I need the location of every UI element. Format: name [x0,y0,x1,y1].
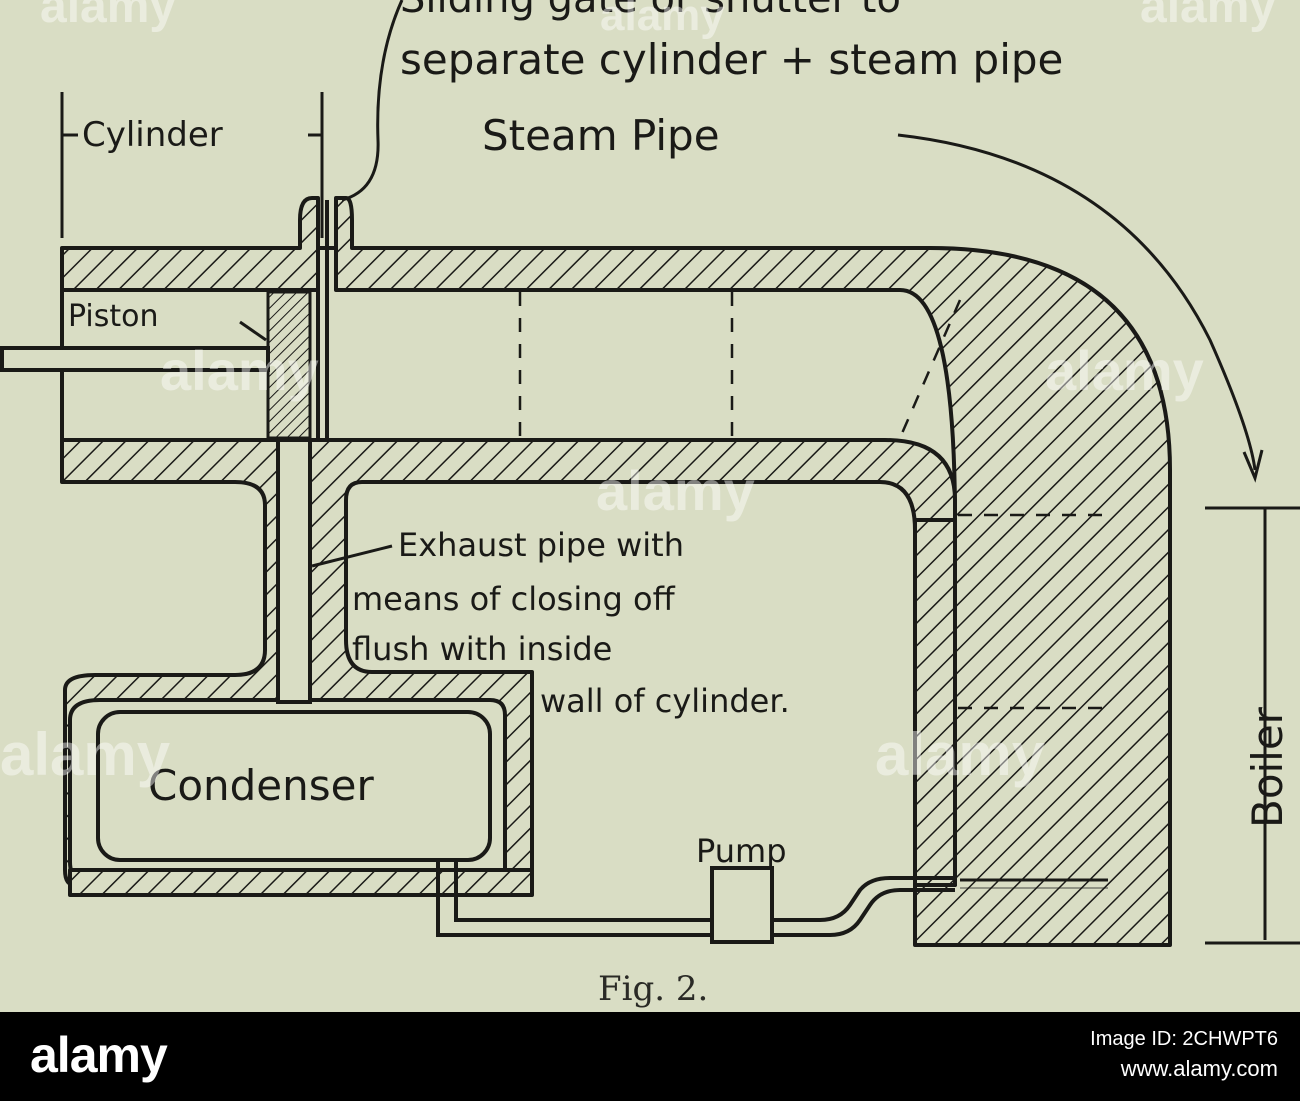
piston-leader [239,320,267,342]
exhaust-label-line2: means of closing off [352,580,676,618]
figure-caption: Fig. 2. [598,969,708,1009]
pump-label: Pump [696,832,787,870]
steam-pipe-label: Steam Pipe [482,111,720,160]
condenser-label: Condenser [148,761,374,810]
watermark-3: alamy [1140,0,1276,33]
watermark-1: alamy [40,0,176,33]
return-pipe-2 [772,876,955,937]
watermark-5: alamy [1045,339,1204,402]
condenser-wall [68,868,534,897]
exhaust-pipe [276,438,312,704]
site-url: www.alamy.com [1120,1056,1278,1081]
watermark-2: alamy [600,0,725,40]
scanned-figure: Sliding gate or shutter to separate cyli… [0,0,1300,1012]
exhaust-label-line3: flush with inside [352,630,612,668]
steam-pipe-arrow [897,133,1257,471]
alamy-logo: alamy [30,1027,168,1083]
stock-footer: alamy Image ID: 2CHWPT6 www.alamy.com [0,1012,1300,1101]
gate-label-line1: Sliding gate or shutter to [400,0,901,22]
boiler-label: Boiler [1243,706,1292,828]
piston-label: Piston [68,299,159,334]
exhaust-label-line4: wall of cylinder. [540,682,790,720]
steam-engine-diagram: Sliding gate or shutter to separate cyli… [0,0,1300,1009]
condenser-chamber [96,710,492,862]
exhaust-label-line1: Exhaust pipe with [398,526,684,564]
watermark-4: alamy [160,339,319,402]
image-meta: Image ID: 2CHWPT6 www.alamy.com [1090,1024,1278,1084]
cylinder-label: Cylinder [82,115,223,155]
watermark-7: alamy [0,721,171,788]
boiler-inner-wall [913,518,957,887]
image-id: Image ID: 2CHWPT6 [1090,1028,1278,1050]
piston-rod [0,346,270,372]
pump-body [710,866,774,944]
pipe-outer-wall [60,196,1172,947]
exhaust-leader [311,544,393,568]
watermark-6: alamy [596,459,755,522]
piston-block [266,290,312,440]
watermark-8: alamy [875,721,1046,788]
gate-leader [341,0,404,202]
gate-label-line2: separate cylinder + steam pipe [400,35,1063,84]
